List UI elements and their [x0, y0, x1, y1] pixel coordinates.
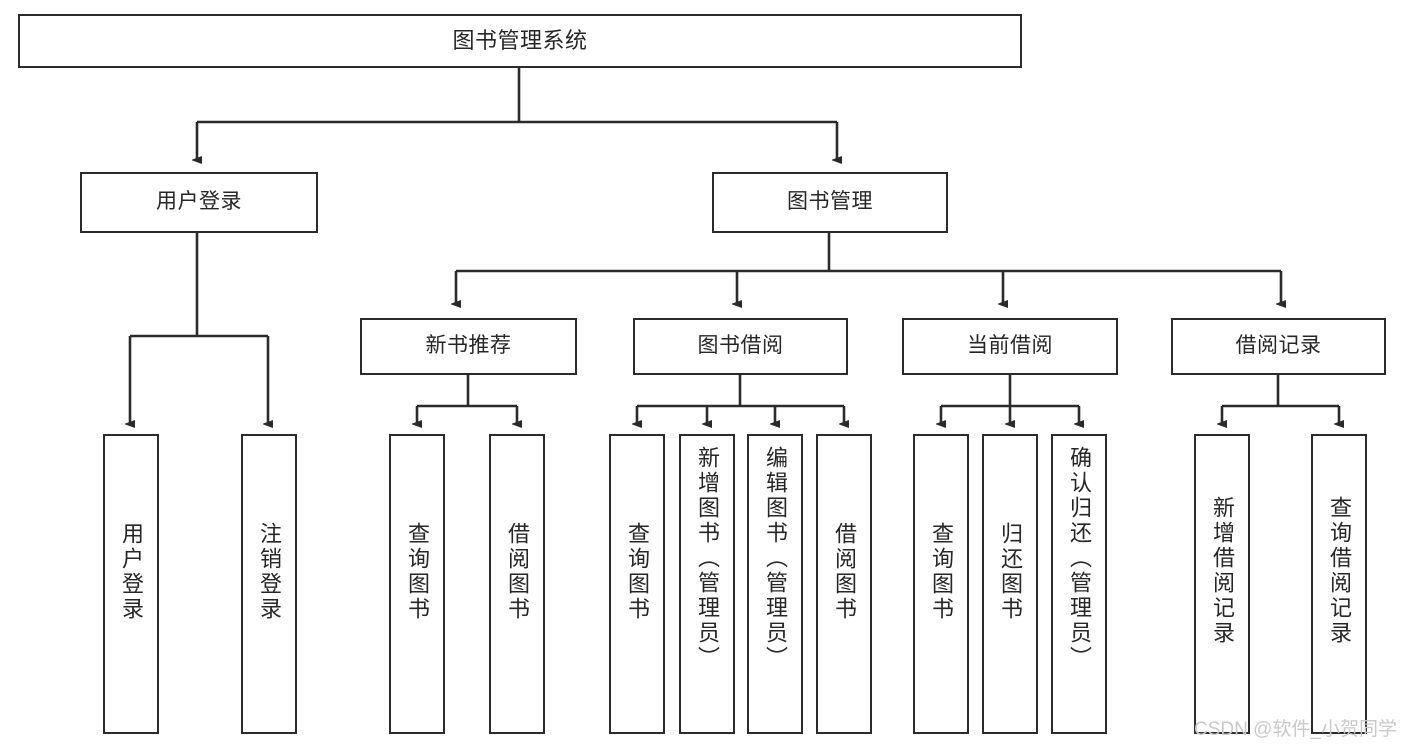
node-label: 图书借阅: [697, 334, 784, 358]
node-label: 新书推荐: [425, 334, 512, 358]
watermark-text: CSDN @软件_小贺同学: [1194, 719, 1397, 740]
node-current-borrowing[interactable]: 当前借阅: [902, 318, 1118, 375]
node-label: 注销登录: [257, 522, 282, 622]
node-label: 确认归还（管理员）: [1067, 446, 1092, 671]
leaf-new-book-borrow-books[interactable]: 借阅图书: [489, 434, 545, 734]
node-label: 借阅图书: [832, 522, 857, 622]
node-book-management[interactable]: 图书管理: [712, 172, 948, 233]
leaf-user-login-login[interactable]: 用户登录: [103, 434, 159, 734]
node-label: 图书管理系统: [452, 28, 588, 54]
node-label: 借阅记录: [1235, 334, 1322, 358]
leaf-current-borrow-confirm-return-admin[interactable]: 确认归还（管理员）: [1051, 434, 1107, 734]
node-user-login[interactable]: 用户登录: [80, 172, 318, 233]
leaf-record-query-borrow-record[interactable]: 查询借阅记录: [1311, 434, 1367, 734]
leaf-book-borrow-add-book-admin[interactable]: 新增图书（管理员）: [679, 434, 735, 734]
leaf-new-book-query-books[interactable]: 查询图书: [389, 434, 445, 734]
node-label: 编辑图书（管理员）: [763, 446, 788, 671]
node-label: 查询图书: [625, 522, 650, 622]
node-book-borrowing[interactable]: 图书借阅: [633, 318, 848, 375]
node-label: 查询图书: [929, 522, 954, 622]
node-new-book-recommendation[interactable]: 新书推荐: [360, 318, 577, 375]
node-label: 图书管理: [787, 190, 873, 214]
node-label: 查询图书: [405, 522, 430, 622]
leaf-user-login-logout[interactable]: 注销登录: [241, 434, 297, 734]
node-root-book-management-system[interactable]: 图书管理系统: [18, 14, 1022, 68]
leaf-book-borrow-borrow-books[interactable]: 借阅图书: [816, 434, 872, 734]
leaf-current-borrow-query-books[interactable]: 查询图书: [913, 434, 969, 734]
leaf-record-add-borrow-record[interactable]: 新增借阅记录: [1194, 434, 1250, 734]
node-label: 归还图书: [998, 522, 1023, 622]
node-label: 用户登录: [156, 190, 242, 214]
leaf-book-borrow-query-books[interactable]: 查询图书: [609, 434, 665, 734]
node-borrow-records[interactable]: 借阅记录: [1171, 318, 1386, 375]
leaf-current-borrow-return-books[interactable]: 归还图书: [982, 434, 1038, 734]
node-label: 查询借阅记录: [1327, 496, 1352, 646]
node-label: 当前借阅: [967, 334, 1053, 358]
node-label: 新增图书（管理员）: [695, 446, 720, 671]
node-label: 新增借阅记录: [1210, 496, 1235, 646]
node-label: 借阅图书: [505, 522, 530, 622]
node-label: 用户登录: [119, 522, 144, 622]
leaf-book-borrow-edit-book-admin[interactable]: 编辑图书（管理员）: [747, 434, 803, 734]
